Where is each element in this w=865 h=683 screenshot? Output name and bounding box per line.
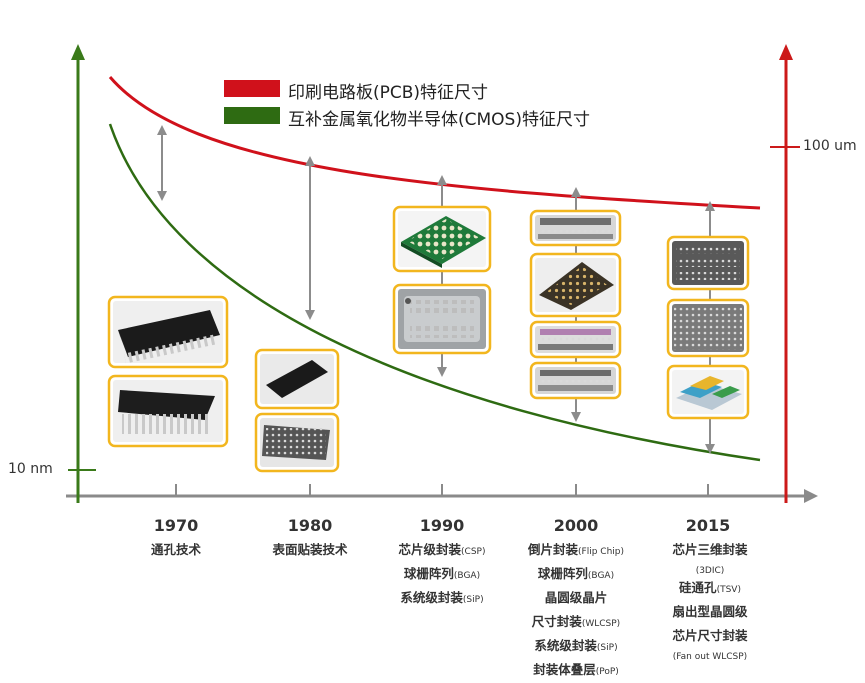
tsv-image-2 [666, 298, 750, 358]
tech-line-text: 表面贴装技术 [272, 542, 348, 557]
flipchip-image-3 [529, 361, 622, 400]
dip-package-image-1 [107, 295, 229, 369]
tech-line: 封装体叠层(PoP) [506, 659, 646, 683]
tech-line-abbr: (WLCSP) [581, 619, 621, 629]
legend-swatch-cmos [224, 107, 280, 124]
year-label-2000: 2000 [553, 516, 599, 535]
tech-line-text: 扇出型晶圆级 [672, 604, 748, 619]
smt-package-image-1 [254, 348, 340, 410]
tech-line-abbr: (TSV) [716, 585, 741, 595]
tech-line: 通孔技术 [116, 539, 236, 563]
tech-line-text: 硅通孔 [679, 580, 717, 595]
tech-line-abbr: (Flip Chip) [578, 547, 624, 557]
tech-line-abbr: (SiP) [462, 595, 484, 605]
tech-line-abbr: (BGA) [587, 571, 615, 581]
year-label-1990: 1990 [419, 516, 465, 535]
tech-line-abbr: (BGA) [453, 571, 481, 581]
tech-line-abbr: (CSP) [461, 547, 486, 557]
legend-label-cmos: 互补金属氧化物半导体(CMOS)特征尺寸 [288, 110, 590, 130]
tech-line: 扇出型晶圆级 [643, 601, 777, 625]
tech-list-2015: 芯片三维封装 (3DIC) 硅通孔(TSV) 扇出型晶圆级 芯片尺寸封装 (Fa… [643, 539, 777, 663]
tech-line-text: 封装体叠层 [533, 662, 596, 677]
year-label-1980: 1980 [287, 516, 333, 535]
pcb-curve [108, 76, 761, 210]
right-axis-label: 100 um [803, 138, 857, 154]
tech-line: 晶圆级晶片 [506, 587, 646, 611]
smt-package-image-2 [254, 412, 340, 473]
x-axis [66, 484, 818, 503]
tech-list-2000: 倒片封装(Flip Chip) 球栅阵列(BGA) 晶圆级晶片 尺寸封装(WLC… [506, 539, 646, 683]
tech-line-abbr: (PoP) [595, 667, 619, 677]
tech-line-abbr: (3DIC) [695, 566, 725, 576]
left-axis [68, 44, 96, 503]
tech-line-text: 芯片三维封装 [672, 542, 748, 557]
tech-line: 尺寸封装(WLCSP) [506, 611, 646, 635]
legend-swatch-pcb [224, 80, 280, 97]
flipchip-image-2 [529, 320, 622, 359]
tech-list-1980: 表面贴装技术 [250, 539, 370, 563]
tech-list-1970: 通孔技术 [116, 539, 236, 563]
tech-line: 系统级封装(SiP) [377, 587, 507, 611]
packaging-trend-diagram [66, 44, 818, 503]
bga-package-image [392, 205, 492, 273]
tech-line: 芯片级封装(CSP) [377, 539, 507, 563]
3dic-image [666, 364, 750, 420]
tech-line: (3DIC) [643, 563, 777, 577]
tech-line-abbr: (SiP) [596, 643, 618, 653]
tech-line: 表面贴装技术 [250, 539, 370, 563]
year-label-1970: 1970 [153, 516, 199, 535]
left-axis-label: 10 nm [8, 461, 53, 477]
tech-line: 系统级封装(SiP) [506, 635, 646, 659]
tech-line-text: 晶圆级晶片 [544, 590, 608, 605]
tech-list-1990: 芯片级封装(CSP) 球栅阵列(BGA) 系统级封装(SiP) [377, 539, 507, 611]
tech-line: 芯片三维封装 [643, 539, 777, 563]
cmos-curve [108, 123, 761, 462]
tech-line-text: 球栅阵列 [537, 566, 588, 581]
dip-package-image-2 [107, 374, 229, 448]
tech-line: (Fan out WLCSP) [643, 649, 777, 663]
tech-line: 硅通孔(TSV) [643, 577, 777, 601]
tech-line: 球栅阵列(BGA) [506, 563, 646, 587]
flipchip-image-1 [529, 209, 622, 247]
tech-line: 芯片尺寸封装 [643, 625, 777, 649]
tech-line: 倒片封装(Flip Chip) [506, 539, 646, 563]
tech-line-text: 倒片封装 [528, 542, 579, 557]
tech-line-text: 芯片级封装 [398, 542, 462, 557]
tech-line-text: 系统级封装 [400, 590, 463, 605]
tsv-image-1 [666, 235, 750, 291]
tech-line-text: 芯片尺寸封装 [672, 628, 748, 643]
tech-line-text: 通孔技术 [150, 542, 201, 557]
tech-line-text: 尺寸封装 [531, 614, 582, 629]
tech-line: 球栅阵列(BGA) [377, 563, 507, 587]
right-axis [770, 44, 800, 503]
tech-line-text: 球栅阵列 [403, 566, 454, 581]
legend-label-pcb: 印刷电路板(PCB)特征尺寸 [288, 83, 489, 103]
year-label-2015: 2015 [685, 516, 731, 535]
bga-wafer-image [529, 252, 622, 318]
tech-line-abbr: (Fan out WLCSP) [672, 652, 748, 662]
tech-line-text: 系统级封装 [534, 638, 597, 653]
csp-package-image [392, 283, 492, 355]
